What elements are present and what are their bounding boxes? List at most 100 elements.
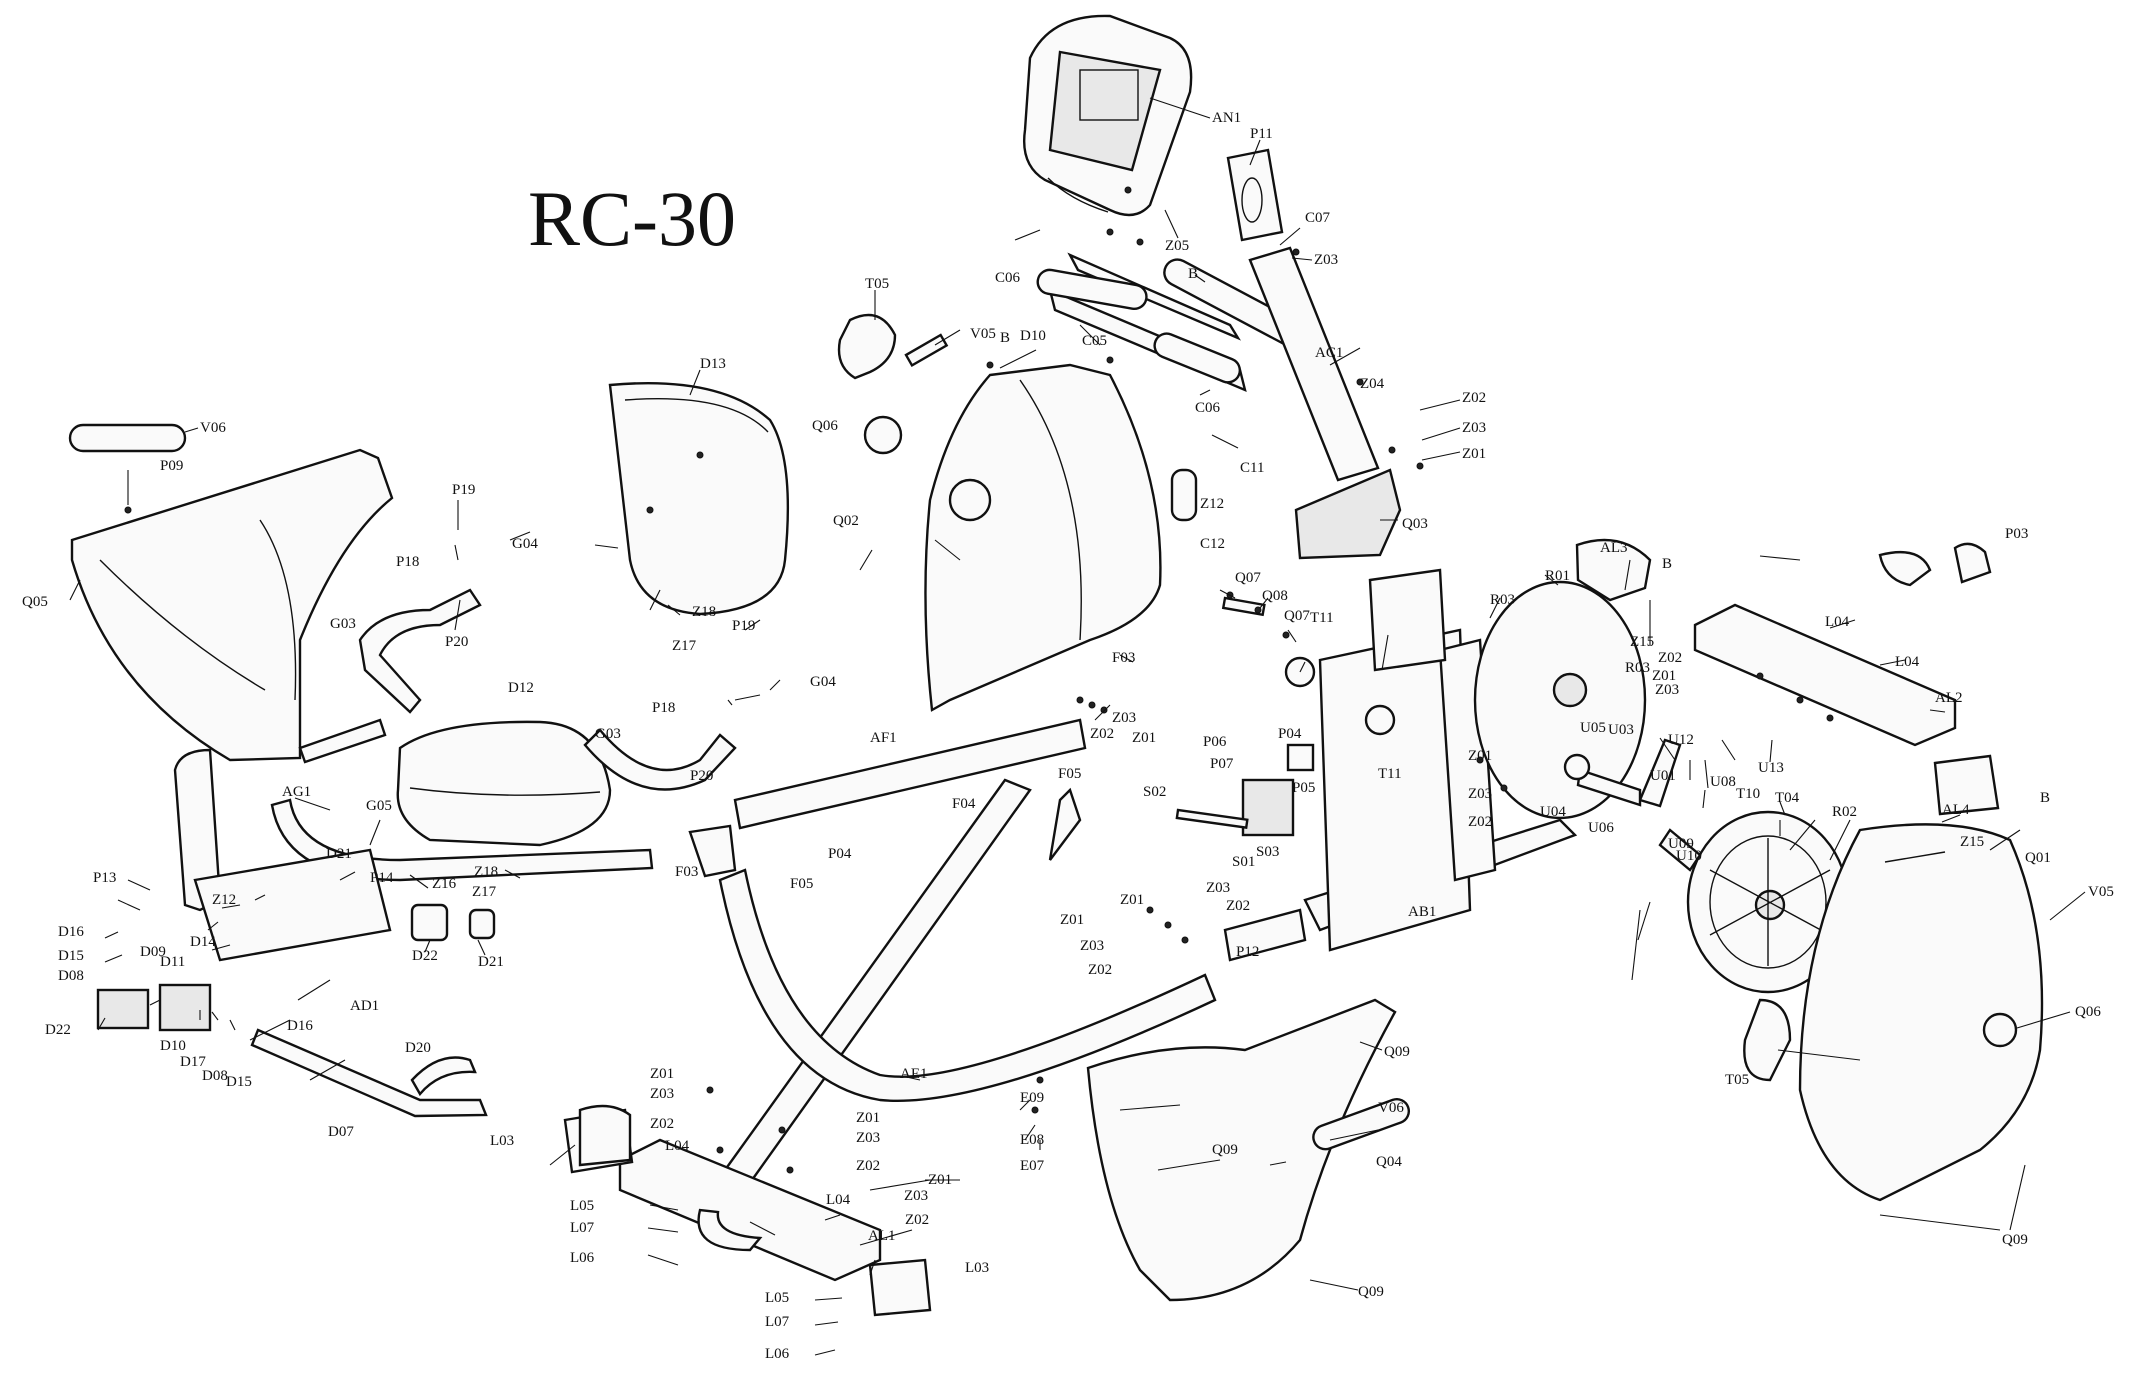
callout-p18-left: P18 [396, 554, 419, 570]
callout-v06-left: V06 [200, 420, 226, 436]
callout-ae1: AE1 [900, 1066, 928, 1082]
callout-z17-top: Z17 [672, 638, 697, 654]
callout-d22-b: D22 [412, 948, 438, 964]
callout-z01-rear-a: Z01 [1468, 748, 1492, 764]
callout-d09: D09 [140, 944, 166, 960]
main-frame [688, 718, 1217, 1182]
callout-c07: C07 [1305, 210, 1331, 226]
callout-z03-mid: Z03 [1462, 420, 1486, 436]
callout-z03-mid-a: Z03 [1206, 880, 1230, 896]
callout-u12: U12 [1668, 732, 1694, 748]
callout-l04-a: L04 [1825, 614, 1850, 630]
callout-t10: T10 [1736, 786, 1760, 802]
callout-z18-top: Z18 [692, 604, 716, 620]
callout-g03-right: G03 [595, 726, 621, 742]
callout-l05-a: L05 [570, 1198, 594, 1214]
callout-q09-b: Q09 [1212, 1142, 1238, 1158]
callout-s02: S02 [1143, 784, 1166, 800]
callout-u10: U10 [1676, 848, 1702, 864]
callout-q06-left: Q06 [812, 418, 838, 434]
callout-g05: G05 [366, 798, 392, 814]
callout-z16: Z16 [432, 876, 457, 892]
callout-t05-left: T05 [865, 276, 889, 292]
callout-d10: D10 [1020, 328, 1046, 344]
pedal-part [837, 313, 1198, 522]
callout-al2: AL2 [1935, 690, 1963, 706]
callout-f05-low: F05 [790, 876, 813, 892]
flywheel-disc [1284, 580, 1647, 820]
callout-z02-low-a: Z02 [650, 1116, 674, 1132]
callout-z18-b: Z18 [474, 864, 498, 880]
seat-slider-frame [96, 748, 496, 1032]
callout-d16-a: D16 [58, 924, 84, 940]
callout-e08: E08 [1020, 1132, 1044, 1148]
callout-u08: U08 [1710, 774, 1736, 790]
callout-af1: AF1 [870, 730, 897, 746]
callout-d15-b: D15 [226, 1074, 252, 1090]
callout-c05: C05 [1082, 333, 1107, 349]
callout-g04-top: G04 [512, 536, 538, 552]
left-side-cover [70, 448, 394, 762]
callout-d10-b: D10 [160, 1038, 186, 1054]
callout-l04-b: L04 [1895, 654, 1920, 670]
callout-q04: Q04 [1376, 1154, 1402, 1170]
callout-z02-top: Z02 [1462, 390, 1486, 406]
callout-d14: D14 [190, 934, 216, 950]
callout-z03-rear-a: Z03 [1468, 786, 1492, 802]
callout-u09: U09 [1668, 836, 1694, 852]
callout-z03-mid-b: Z03 [1080, 938, 1104, 954]
callout-al4: AL4 [1942, 802, 1970, 818]
callout-u05: U05 [1580, 720, 1606, 736]
leader-lines [69, 97, 2086, 1356]
callout-p03: P03 [2005, 526, 2028, 542]
callout-b-d10: B [1000, 330, 1010, 346]
callout-d08-b: D08 [202, 1068, 228, 1084]
crank-assembly [1563, 738, 1792, 1082]
callout-l03-b: L03 [965, 1260, 989, 1276]
callout-f03-top: F03 [1112, 650, 1135, 666]
misc-small-parts [578, 550, 1932, 1167]
callout-t11-b: T11 [1378, 766, 1402, 782]
callout-c11: C11 [1240, 460, 1264, 476]
callout-d11: D11 [160, 954, 185, 970]
callout-d21-a: D21 [326, 846, 352, 862]
callout-z15-a: Z15 [1630, 634, 1654, 650]
callout-u06: U06 [1588, 820, 1614, 836]
callout-p07: P07 [1210, 756, 1234, 772]
callout-p05: P05 [1292, 780, 1315, 796]
callout-f03-low: F03 [675, 864, 698, 880]
callout-s01: S01 [1232, 854, 1255, 870]
callout-l04-c: L04 [665, 1138, 690, 1154]
callout-d13: D13 [700, 356, 726, 372]
callout-q03: Q03 [1402, 516, 1428, 532]
callout-z04: Z04 [1360, 376, 1385, 392]
callout-u04: U04 [1540, 804, 1566, 820]
callout-z01-low-c: Z01 [928, 1172, 952, 1188]
callout-z03-rear-b: Z03 [1655, 682, 1679, 698]
callout-z03-low-b: Z03 [856, 1130, 880, 1146]
callout-p12: P12 [1236, 944, 1259, 960]
callout-r03-a: R03 [1490, 592, 1515, 608]
callout-u01: U01 [1650, 768, 1676, 784]
callout-z01-mid-b: Z01 [1060, 912, 1084, 928]
callout-g04-right: G04 [810, 674, 836, 690]
callout-q06-right: Q06 [2075, 1004, 2101, 1020]
callout-p09: P09 [160, 458, 183, 474]
callout-r03-b: R03 [1625, 660, 1650, 676]
callout-p19-left: P19 [452, 482, 475, 498]
callout-z01-top: Z01 [1462, 446, 1486, 462]
callout-z15-b: Z15 [1960, 834, 1984, 850]
callout-al1: AL1 [868, 1228, 896, 1244]
callout-l07-b: L07 [765, 1314, 790, 1330]
callout-b-handlebar: B [1188, 266, 1198, 282]
callout-ad1: AD1 [350, 998, 379, 1014]
seat-adjust-rod [250, 1028, 488, 1118]
callout-c12: C12 [1200, 536, 1225, 552]
callout-ab1: AB1 [1408, 904, 1436, 920]
callout-z01-mid-a: Z01 [1120, 892, 1144, 908]
callout-p20-right: P20 [690, 768, 713, 784]
callout-z02-low-c: Z02 [905, 1212, 929, 1228]
callout-u13: U13 [1758, 760, 1784, 776]
callout-q08: Q08 [1262, 588, 1288, 604]
callout-z05: Z05 [1165, 238, 1189, 254]
